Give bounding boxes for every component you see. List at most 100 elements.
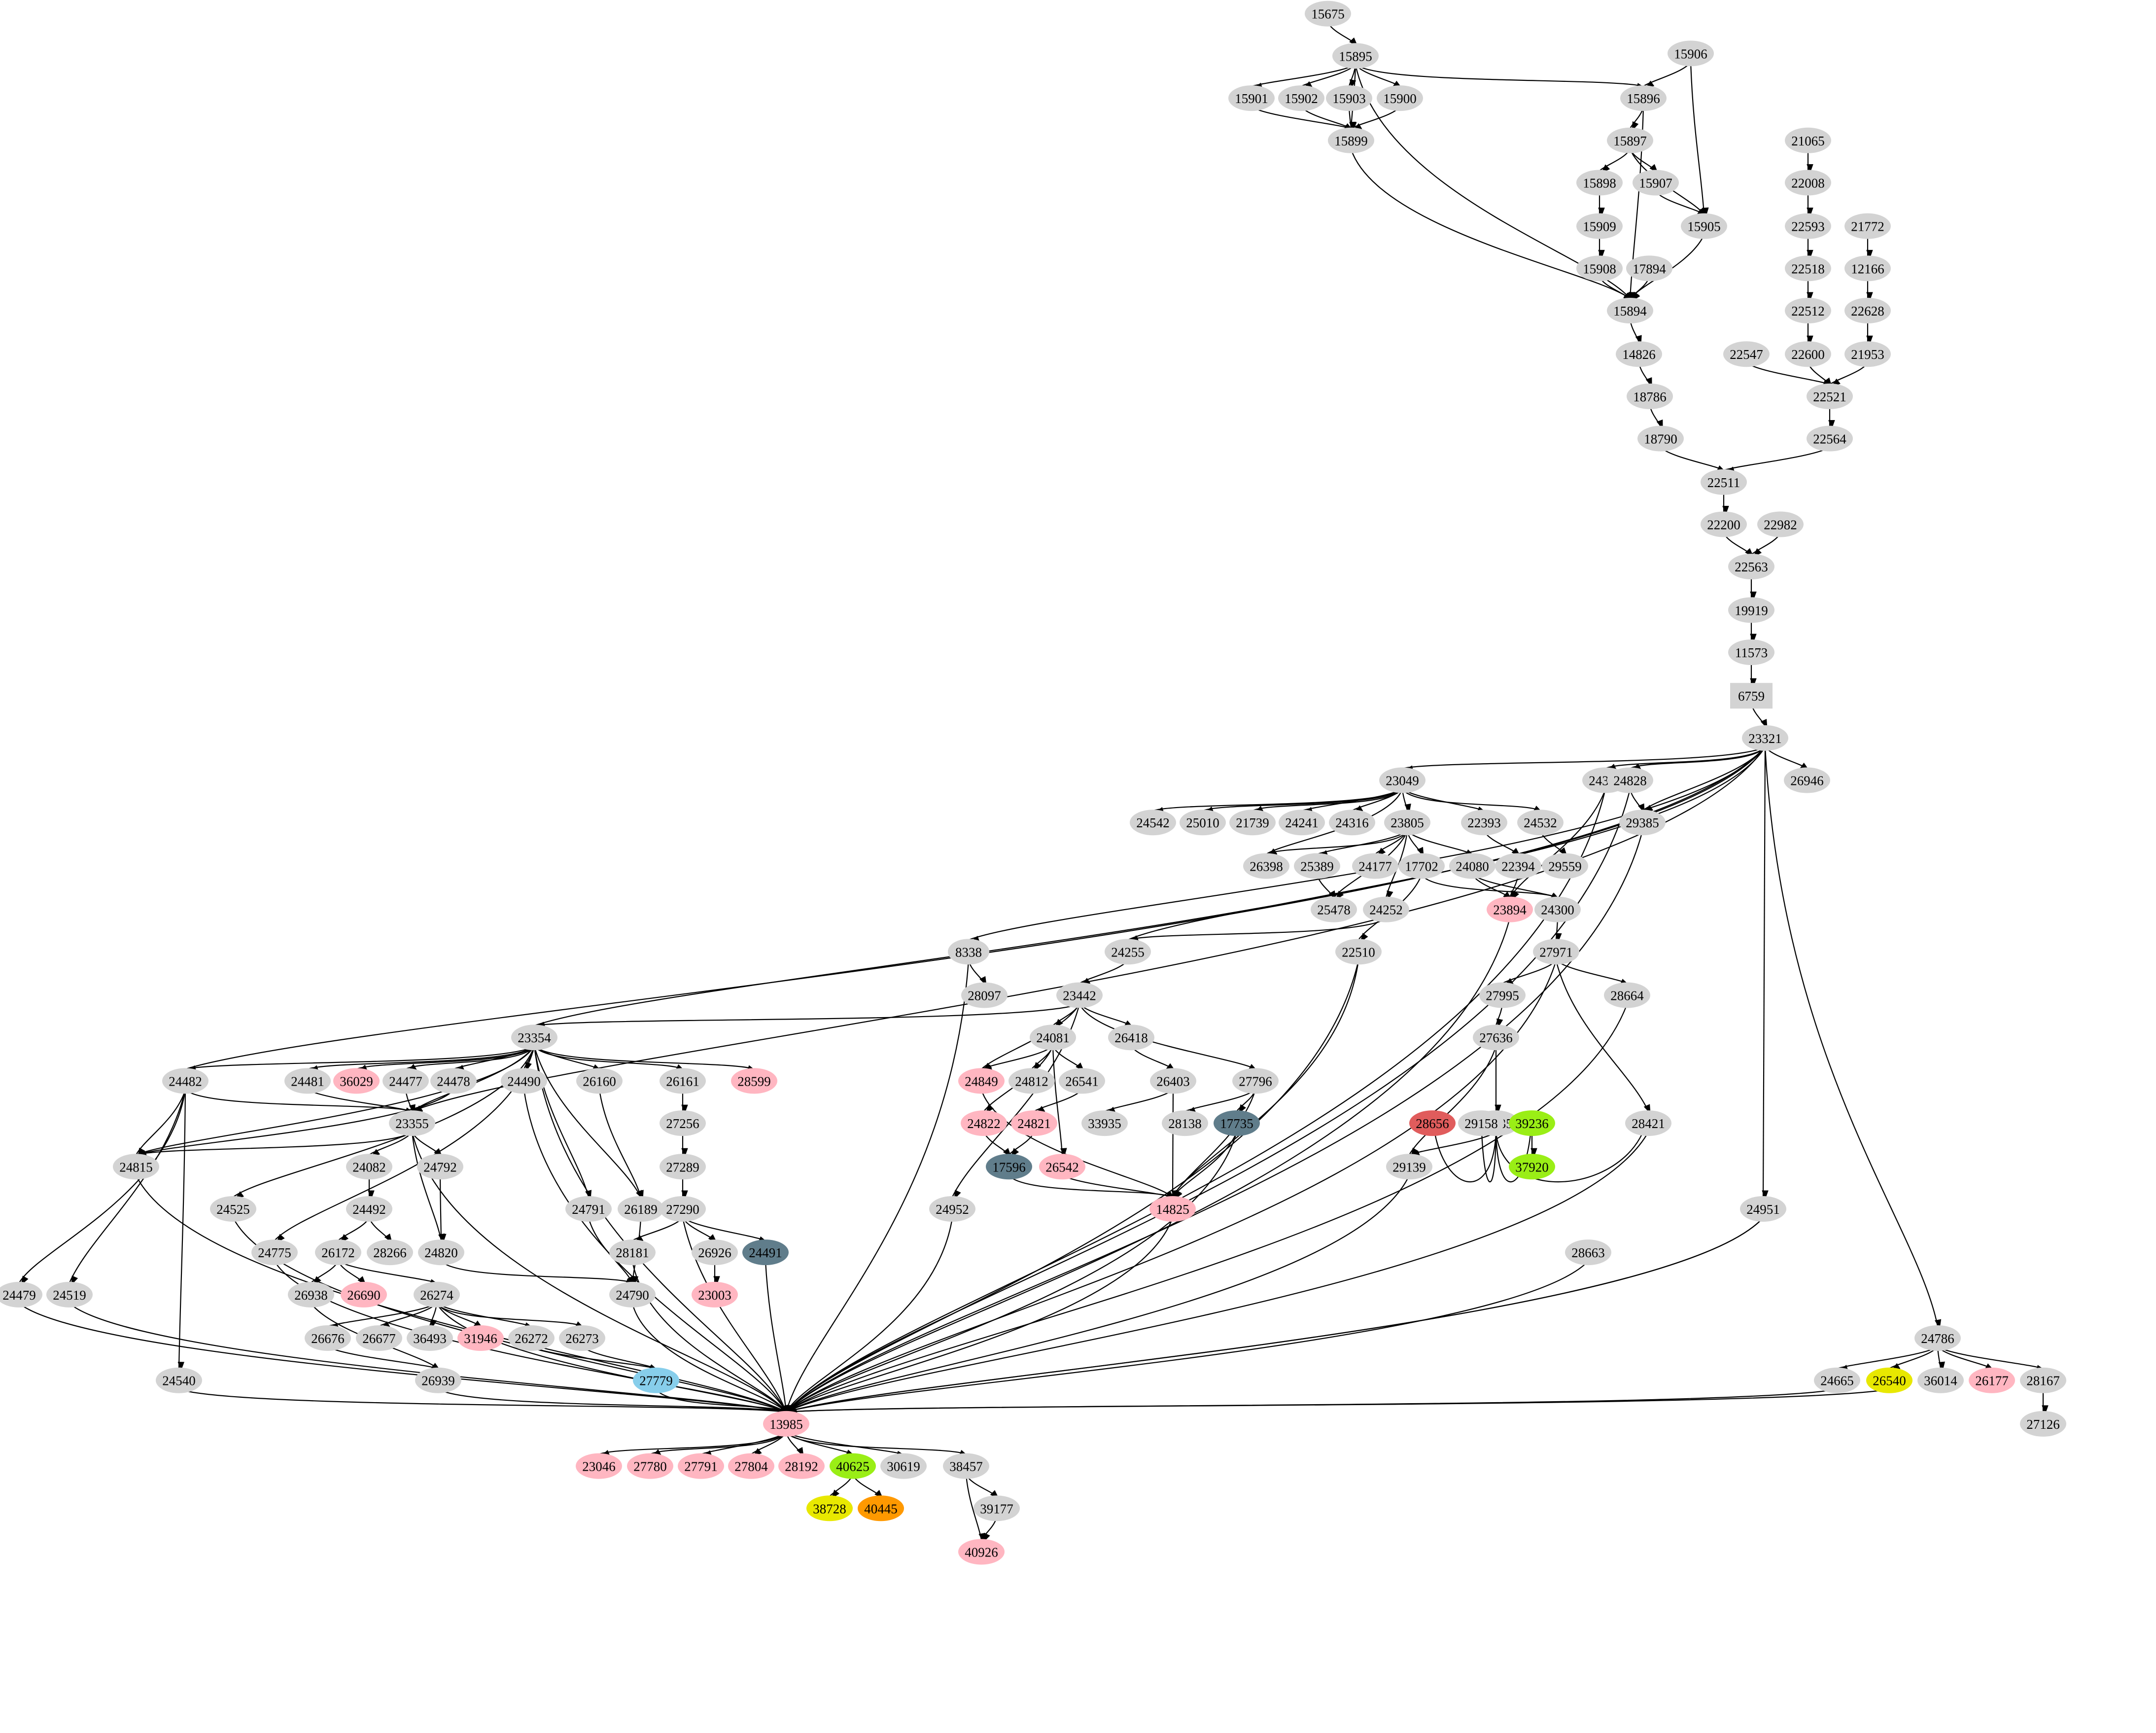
graph-node[interactable]: 28656: [1409, 1110, 1456, 1136]
node-ellipse[interactable]: [415, 1367, 461, 1393]
graph-node[interactable]: 24082: [346, 1154, 392, 1180]
graph-node[interactable]: 24821: [1011, 1110, 1057, 1136]
graph-node[interactable]: 22008: [1785, 170, 1831, 196]
node-ellipse[interactable]: [1326, 85, 1372, 111]
graph-node[interactable]: 26939: [415, 1367, 461, 1393]
graph-node[interactable]: 28421: [1625, 1110, 1671, 1136]
node-ellipse[interactable]: [742, 1239, 789, 1266]
graph-node[interactable]: 22394: [1495, 853, 1541, 879]
graph-node[interactable]: 26418: [1108, 1025, 1154, 1051]
node-ellipse[interactable]: [1398, 853, 1445, 879]
node-ellipse[interactable]: [1616, 341, 1662, 367]
node-ellipse[interactable]: [1278, 85, 1324, 111]
node-ellipse[interactable]: [1105, 939, 1151, 965]
node-ellipse[interactable]: [1844, 213, 1891, 239]
node-ellipse[interactable]: [1449, 853, 1495, 879]
graph-node[interactable]: 27995: [1479, 982, 1526, 1008]
node-ellipse[interactable]: [341, 1281, 387, 1308]
node-ellipse[interactable]: [383, 1068, 429, 1094]
graph-node[interactable]: 24241: [1279, 810, 1325, 836]
graph-node[interactable]: 40625: [830, 1453, 876, 1479]
node-ellipse[interactable]: [1728, 554, 1774, 580]
graph-node[interactable]: 15905: [1681, 213, 1727, 239]
graph-node[interactable]: 23805: [1384, 810, 1430, 836]
node-ellipse[interactable]: [1784, 767, 1830, 793]
node-ellipse[interactable]: [1294, 853, 1340, 879]
node-ellipse[interactable]: [948, 939, 989, 965]
node-ellipse[interactable]: [1130, 810, 1176, 836]
graph-node[interactable]: 33935: [1081, 1110, 1128, 1136]
node-ellipse[interactable]: [1807, 425, 1853, 452]
graph-node[interactable]: 21772: [1844, 213, 1891, 239]
graph-node[interactable]: 25010: [1180, 810, 1226, 836]
graph-node[interactable]: 28192: [778, 1453, 825, 1479]
graph-node[interactable]: 24525: [210, 1196, 256, 1222]
node-ellipse[interactable]: [1379, 767, 1426, 793]
node-ellipse[interactable]: [356, 1325, 402, 1351]
graph-node[interactable]: 25389: [1294, 853, 1340, 879]
graph-node[interactable]: 22512: [1785, 298, 1831, 323]
node-ellipse[interactable]: [501, 1068, 547, 1094]
node-ellipse[interactable]: [1008, 1068, 1055, 1094]
graph-node[interactable]: 24519: [46, 1281, 93, 1308]
node-ellipse[interactable]: [763, 1411, 809, 1437]
node-ellipse[interactable]: [1030, 1025, 1076, 1051]
graph-node[interactable]: 15901: [1228, 85, 1275, 111]
graph-node[interactable]: 26541: [1059, 1068, 1105, 1094]
node-ellipse[interactable]: [974, 1495, 1020, 1521]
node-ellipse[interactable]: [660, 1154, 706, 1180]
graph-node[interactable]: 14826: [1616, 341, 1662, 367]
node-ellipse[interactable]: [407, 1325, 453, 1351]
node-ellipse[interactable]: [731, 1068, 777, 1094]
node-ellipse[interactable]: [633, 1367, 679, 1393]
node-ellipse[interactable]: [1607, 767, 1653, 793]
node-ellipse[interactable]: [1914, 1325, 1961, 1351]
graph-node[interactable]: 24478: [430, 1068, 477, 1094]
graph-node[interactable]: 24532: [1517, 810, 1564, 836]
node-ellipse[interactable]: [162, 1068, 209, 1094]
node-ellipse[interactable]: [1866, 1367, 1913, 1393]
graph-node[interactable]: 24792: [417, 1154, 463, 1180]
node-ellipse[interactable]: [1728, 597, 1774, 623]
node-ellipse[interactable]: [1668, 40, 1714, 67]
node-ellipse[interactable]: [1279, 810, 1325, 836]
node-ellipse[interactable]: [210, 1196, 256, 1222]
node-ellipse[interactable]: [1386, 1154, 1432, 1180]
node-ellipse[interactable]: [1479, 982, 1526, 1008]
node-ellipse[interactable]: [1335, 939, 1382, 965]
node-ellipse[interactable]: [1509, 1154, 1555, 1180]
graph-node[interactable]: 27796: [1232, 1068, 1279, 1094]
graph-node[interactable]: 26542: [1039, 1154, 1085, 1180]
node-ellipse[interactable]: [858, 1495, 904, 1521]
node-ellipse[interactable]: [692, 1281, 738, 1308]
node-ellipse[interactable]: [1740, 1196, 1786, 1222]
node-ellipse[interactable]: [508, 1325, 555, 1351]
graph-node[interactable]: 26273: [559, 1325, 605, 1351]
graph-node[interactable]: 24775: [251, 1239, 298, 1266]
node-ellipse[interactable]: [1059, 1068, 1105, 1094]
node-ellipse[interactable]: [1627, 383, 1673, 409]
graph-node[interactable]: 27636: [1473, 1025, 1519, 1051]
graph-node[interactable]: 24300: [1534, 896, 1581, 922]
graph-node[interactable]: 24540: [156, 1367, 202, 1393]
node-ellipse[interactable]: [806, 1495, 853, 1521]
node-ellipse[interactable]: [2020, 1411, 2066, 1437]
graph-node[interactable]: 36029: [333, 1068, 380, 1094]
graph-node[interactable]: 29385: [1619, 810, 1666, 836]
node-ellipse[interactable]: [430, 1068, 477, 1094]
node-ellipse[interactable]: [609, 1239, 656, 1266]
graph-node[interactable]: 29158: [1458, 1110, 1504, 1136]
node-ellipse[interactable]: [1039, 1154, 1085, 1180]
graph-node[interactable]: 28097: [961, 982, 1008, 1008]
node-ellipse[interactable]: [1576, 255, 1623, 282]
node-ellipse[interactable]: [728, 1453, 774, 1479]
graph-node[interactable]: 26540: [1866, 1367, 1913, 1393]
node-ellipse[interactable]: [958, 1539, 1005, 1565]
node-ellipse[interactable]: [618, 1196, 664, 1222]
node-ellipse[interactable]: [367, 1239, 413, 1266]
graph-node[interactable]: 24828: [1607, 767, 1653, 793]
graph-node[interactable]: 23355: [389, 1110, 435, 1136]
graph-node[interactable]: 15900: [1377, 85, 1423, 111]
node-ellipse[interactable]: [1807, 383, 1853, 409]
node-ellipse[interactable]: [333, 1068, 380, 1094]
